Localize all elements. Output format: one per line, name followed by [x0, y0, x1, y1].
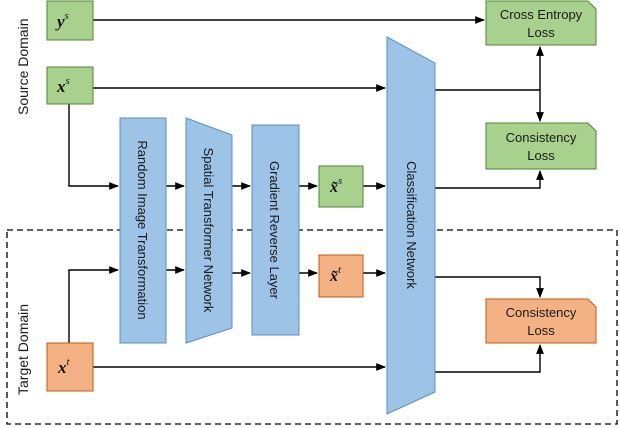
svg-text:Random Image Transformation: Random Image Transformation — [135, 140, 150, 319]
svg-text:Consistency: Consistency — [506, 305, 577, 320]
svg-text:Classification Network: Classification Network — [404, 161, 419, 289]
svg-text:x̃s: x̃s — [329, 175, 342, 196]
cross-entropy-loss-box: Cross Entropy Loss — [485, 0, 597, 46]
random-image-transformation-block: Random Image Transformation — [119, 117, 167, 344]
classification-network-block: Classification Network — [386, 36, 436, 415]
connectors — [68, 16, 544, 373]
svg-text:x̃t: x̃t — [329, 264, 342, 285]
xs-input-box: xs — [46, 66, 94, 105]
source-consistency-loss-box: Consistency Loss — [485, 122, 597, 170]
target-domain-label: Target Domain — [15, 304, 31, 395]
svg-text:Loss: Loss — [527, 148, 555, 163]
svg-text:Spatial Transformer Network: Spatial Transformer Network — [201, 148, 216, 313]
svg-text:ys: ys — [55, 10, 69, 31]
xs-tilde-box: x̃s — [318, 165, 364, 208]
source-domain-label: Source Domain — [15, 19, 31, 116]
spatial-transformer-network-block: Spatial Transformer Network — [185, 117, 233, 344]
svg-text:Gradient Reverse Layer: Gradient Reverse Layer — [267, 161, 282, 300]
svg-text:Loss: Loss — [527, 323, 555, 338]
svg-text:Loss: Loss — [527, 25, 555, 40]
target-domain-region — [6, 229, 618, 425]
svg-text:Cross Entropy: Cross Entropy — [500, 7, 583, 22]
gradient-reverse-layer-block: Gradient Reverse Layer — [251, 124, 300, 336]
svg-text:xt: xt — [57, 356, 71, 377]
svg-text:xs: xs — [56, 75, 70, 96]
svg-text:Consistency: Consistency — [506, 130, 577, 145]
ys-input-box: ys — [46, 0, 94, 41]
xt-tilde-box: x̃t — [318, 254, 364, 298]
xt-input-box: xt — [46, 342, 94, 392]
target-consistency-loss-box: Consistency Loss — [485, 298, 597, 344]
